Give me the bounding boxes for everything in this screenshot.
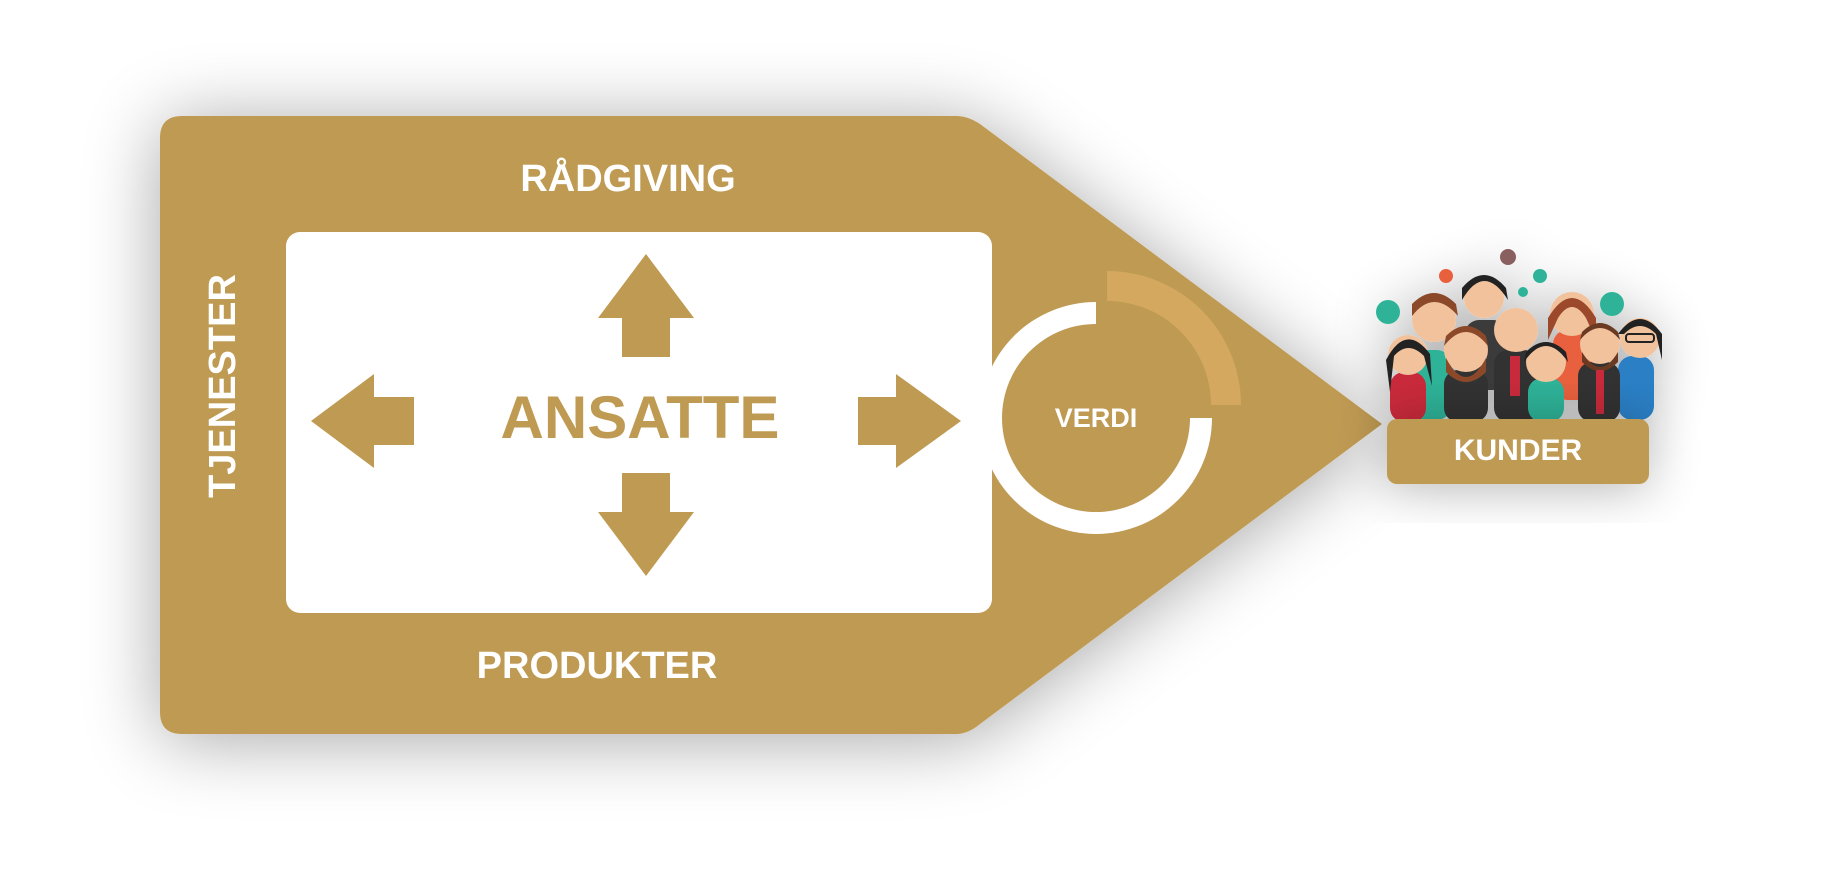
bottom-label: PRODUKTER xyxy=(477,645,718,687)
value-ring-segment xyxy=(1107,271,1241,405)
side-label: TJENESTER xyxy=(202,274,244,498)
customers-label: KUNDER xyxy=(1454,434,1583,467)
value-circle xyxy=(1018,340,1174,496)
arrow-up-icon xyxy=(598,254,694,357)
arrow-down-icon xyxy=(598,473,694,576)
customers-box xyxy=(1387,419,1649,484)
employees-panel xyxy=(286,232,992,613)
customer-group-illustration xyxy=(1376,249,1662,422)
arrow-left-icon xyxy=(311,374,414,468)
arrow-right-icon xyxy=(858,374,961,468)
top-label: RÅDGIVING xyxy=(520,156,735,200)
center-label: ANSATTE xyxy=(501,384,780,451)
value-label: VERDI xyxy=(1055,403,1138,433)
